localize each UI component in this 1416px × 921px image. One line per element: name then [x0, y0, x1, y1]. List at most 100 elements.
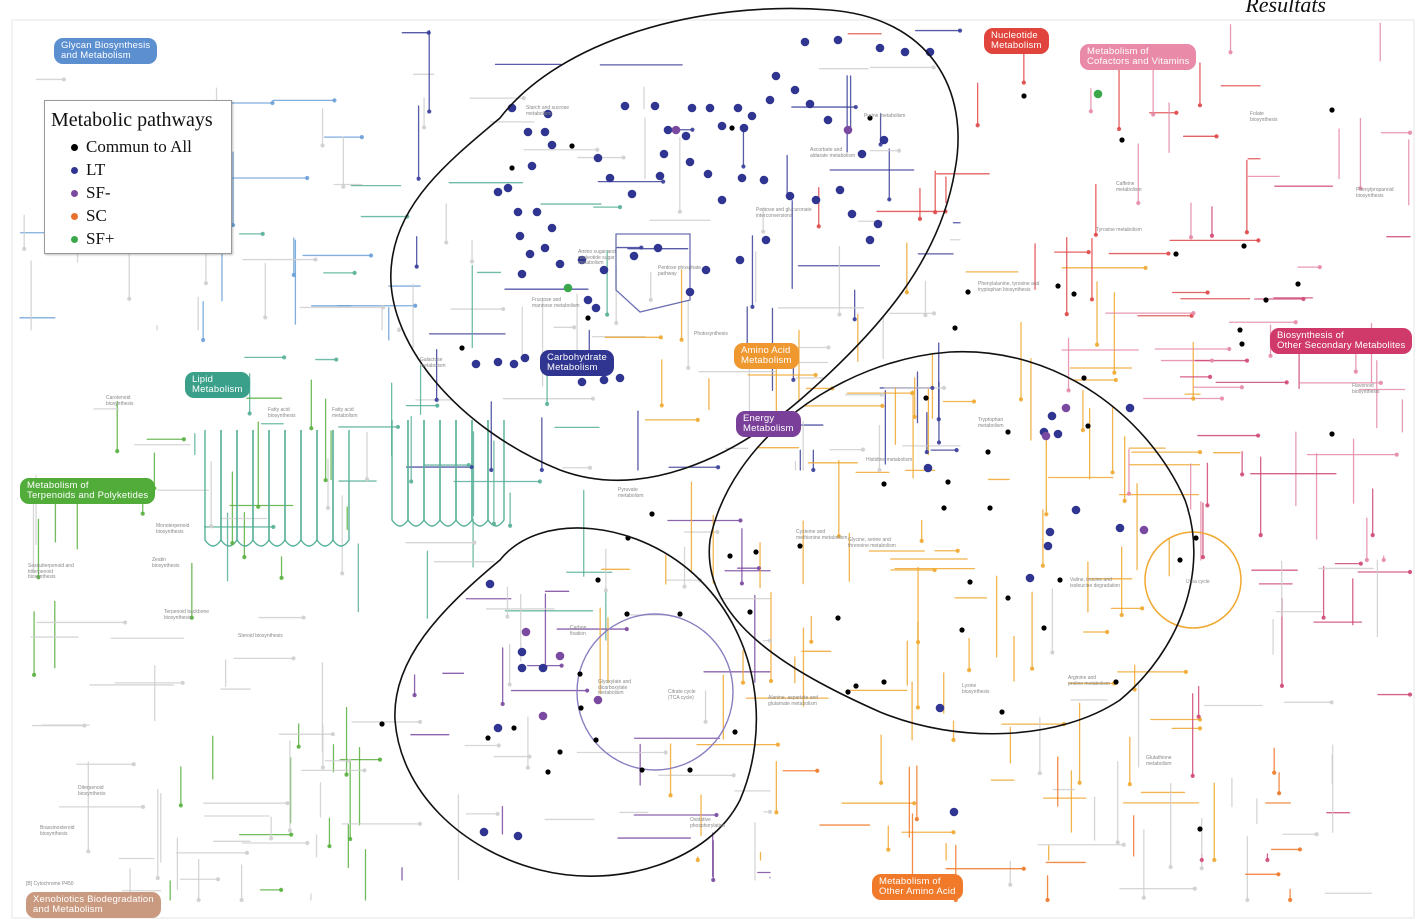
pathway-node — [309, 426, 313, 430]
pathway-node — [1193, 887, 1197, 891]
pathway-node — [415, 265, 419, 269]
pathway-node — [738, 518, 742, 522]
highlight-node-c — [687, 767, 692, 772]
pathway-node — [572, 325, 576, 329]
pathway-node — [1354, 370, 1358, 374]
pathway-node — [86, 849, 90, 853]
highlight-node-lt — [824, 116, 833, 125]
highlight-node-lt — [518, 664, 527, 673]
pathway-node — [1220, 396, 1224, 400]
pathway-node — [1259, 533, 1263, 537]
highlight-node-lt — [521, 354, 530, 363]
pathway-node — [347, 759, 351, 763]
highlight-node-sf — [556, 652, 565, 661]
label-valine-degradation: Valine, leucine and isoleucine degradati… — [1070, 578, 1120, 589]
lipid-cycle — [392, 420, 408, 526]
pathway-node — [22, 247, 26, 251]
pathway-node — [1184, 670, 1188, 674]
pathway-node — [682, 585, 686, 589]
pathway-node — [201, 338, 205, 342]
pathway-node — [933, 568, 937, 572]
highlight-node-lt — [702, 266, 711, 275]
pathway-node — [1110, 470, 1114, 474]
pathway-node — [696, 418, 700, 422]
pathway-node — [776, 742, 780, 746]
pathway-node — [418, 720, 422, 724]
pathway-node — [1174, 111, 1178, 115]
pathway-node — [951, 738, 955, 742]
pathway-node — [242, 555, 246, 559]
pathway-node — [972, 399, 976, 403]
highlight-node-lt — [688, 104, 697, 113]
legend-item-sc: SC — [71, 206, 107, 226]
highlight-node-lt — [866, 236, 875, 245]
pathway-node — [854, 105, 858, 109]
pathway-node — [1318, 265, 1322, 269]
highlight-node-c — [729, 125, 734, 130]
pathway-node — [1395, 453, 1399, 457]
pathway-node — [270, 101, 274, 105]
legend-item-lt: LT — [71, 160, 105, 180]
module-glycan: Glycan Biosynthesis and Metabolism — [54, 38, 157, 64]
pathway-node — [1127, 492, 1131, 496]
pathway-node — [321, 765, 325, 769]
module-lipid: Lipid Metabolism — [185, 372, 250, 398]
pathway-node — [397, 328, 401, 332]
label-carbon-fixation: Carbon fixation — [570, 626, 586, 637]
highlight-node-c — [509, 165, 514, 170]
pathway-node — [604, 588, 608, 592]
pathway-node — [668, 793, 672, 797]
highlight-node-lt — [1048, 412, 1057, 421]
highlight-node-lt — [660, 150, 669, 159]
highlight-node-c — [624, 611, 629, 616]
highlight-node-lt — [738, 174, 747, 183]
pathway-node — [82, 723, 86, 727]
pathway-node — [256, 505, 260, 509]
pathway-node — [1169, 865, 1173, 869]
pathway-node — [352, 271, 356, 275]
highlight-node-c — [881, 679, 886, 684]
highlight-node-c — [1119, 137, 1124, 142]
highlight-node-sf — [672, 126, 681, 135]
highlight-node-lt — [762, 236, 771, 245]
pathway-node — [540, 468, 544, 472]
highlight-node-c — [1263, 297, 1268, 302]
highlight-node-lt — [786, 192, 795, 201]
pathway-node — [967, 668, 971, 672]
pathway-node — [288, 828, 292, 832]
highlight-node-lt — [621, 102, 630, 111]
lipid-cycle — [285, 430, 301, 546]
pathway-node — [1128, 782, 1132, 786]
pathway-node — [1045, 898, 1049, 902]
pathway-node — [897, 149, 901, 153]
pathway-node — [814, 373, 818, 377]
highlight-node-sf — [1042, 432, 1051, 441]
highlight-node-lt — [706, 104, 715, 113]
pathway-node — [362, 768, 366, 772]
label-fructose: Fructose and mannose metabolism — [532, 298, 580, 309]
highlight-node-lt — [616, 374, 625, 383]
pathway-node — [297, 745, 301, 749]
highlight-node-lt — [924, 464, 933, 473]
pathway-node — [279, 888, 283, 892]
highlight-node-lt — [584, 296, 593, 305]
highlight-node-c — [797, 543, 802, 548]
pathway-node — [327, 844, 331, 848]
label-brassinosteroid: Brassinosteroid biosynthesis — [40, 826, 74, 837]
pathway-node — [880, 404, 884, 408]
pathway-node — [32, 673, 36, 677]
highlight-node-lt — [1126, 404, 1135, 413]
label-sesquiterpenoid: Sesquiterpenoid and triterpenoid biosynt… — [28, 564, 74, 581]
highlight-node-c — [1329, 431, 1334, 436]
pathway-node — [1087, 250, 1091, 254]
module-carbohydrate: Carbohydrate Metabolism — [540, 350, 614, 376]
label-caffeine: Caffeine metabolism — [1116, 182, 1142, 193]
label-glyoxylate: Glyoxylate and dicarboxylate metabolism — [598, 680, 631, 697]
highlight-node-lt — [516, 232, 525, 241]
pathway-node — [1142, 896, 1146, 900]
pathway-node — [958, 28, 962, 32]
lipid-cycle — [301, 430, 317, 546]
pathway-node — [334, 357, 338, 361]
highlight-node-lt — [651, 102, 660, 111]
highlight-node-lt — [812, 196, 821, 205]
